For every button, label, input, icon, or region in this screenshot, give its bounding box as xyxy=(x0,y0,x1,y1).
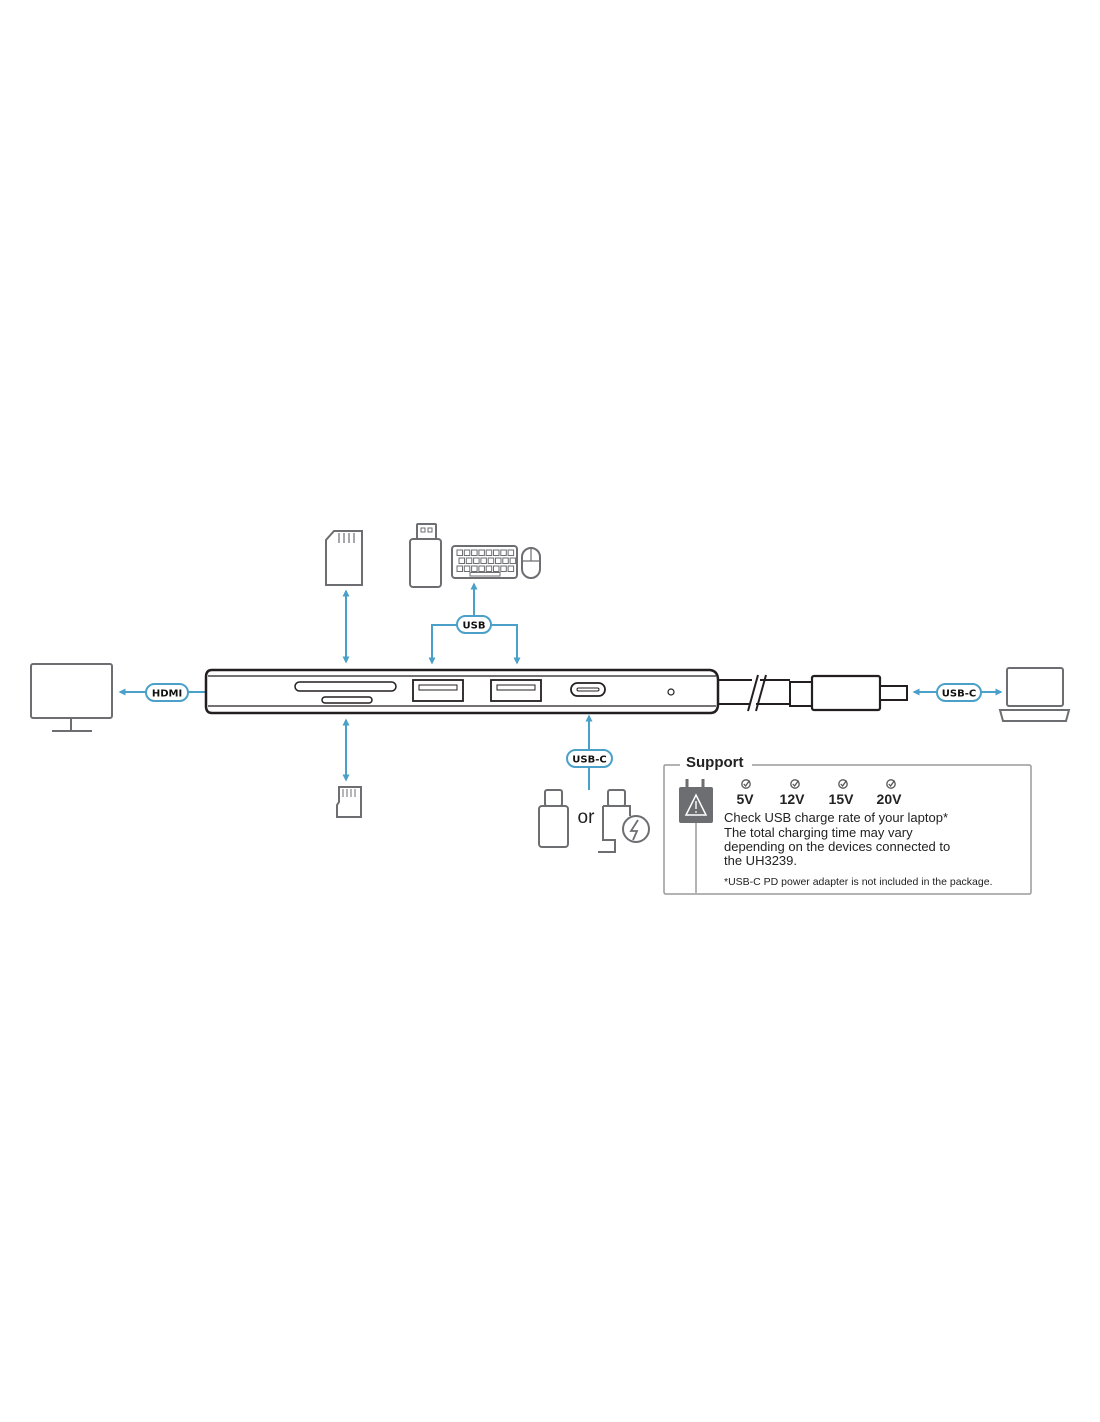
voltage-20v: 20V xyxy=(877,791,903,807)
sd-card-slot xyxy=(294,681,397,692)
usb-c-port xyxy=(570,682,606,697)
usb-c-power-tag xyxy=(566,749,613,768)
voltage-item: 12V xyxy=(780,779,806,807)
usb-c-power-connector: USB-C xyxy=(566,714,613,790)
voltage-5v: 5V xyxy=(736,791,754,807)
voltage-15v: 15V xyxy=(829,791,855,807)
support-panel: Support 5V 12V xyxy=(663,754,1032,895)
sd-card-icon xyxy=(325,530,363,586)
hdmi-tag xyxy=(145,683,189,702)
usb-c-host-connector: USB-C xyxy=(912,683,1003,702)
usb-c-hub xyxy=(204,668,720,715)
usb-a-port-2 xyxy=(490,679,542,702)
usb-flash-drive-icon xyxy=(409,523,442,588)
hub-cable xyxy=(718,674,908,712)
hdmi-connector: HDMI xyxy=(118,683,206,702)
check-circle-icon xyxy=(790,779,800,789)
voltage-item: 20V xyxy=(877,779,903,807)
support-line-4: the UH3239. xyxy=(724,853,797,868)
usb-c-plug-icon xyxy=(538,789,569,848)
check-circle-icon xyxy=(886,779,896,789)
usb-tag xyxy=(456,615,492,634)
voltage-item: 15V xyxy=(829,779,855,807)
laptop-icon xyxy=(998,667,1071,722)
support-footnote: *USB-C PD power adapter is not included … xyxy=(724,876,992,888)
support-line-3: depending on the devices connected to xyxy=(724,839,950,854)
usb-connector: USB xyxy=(428,582,521,665)
voltage-item: 5V xyxy=(736,779,754,807)
check-circle-icon xyxy=(741,779,751,789)
usb-a-port-1 xyxy=(412,679,464,702)
or-label: or xyxy=(578,807,596,828)
micro-sd-card-icon xyxy=(336,786,362,818)
support-title: Support xyxy=(686,754,744,771)
hdmi-label: HDMI xyxy=(152,689,182,700)
usb-c-host-label: USB-C xyxy=(942,689,976,700)
usb-label: USB xyxy=(463,621,486,632)
check-circle-icon xyxy=(838,779,848,789)
support-line-2: The total charging time may vary xyxy=(724,825,913,840)
monitor-icon xyxy=(30,663,113,732)
led-indicator xyxy=(667,688,675,696)
usb-c-power-label: USB-C xyxy=(572,755,606,766)
support-line-1: Check USB charge rate of your laptop* xyxy=(724,810,948,825)
usb-c-charger-icon xyxy=(598,789,650,853)
micro-sd-slot xyxy=(321,696,373,704)
mouse-icon xyxy=(521,547,541,579)
voltage-12v: 12V xyxy=(780,791,806,807)
voltage-list: 5V 12V 15V 20V xyxy=(736,779,903,807)
power-adapter-warning-icon xyxy=(679,779,713,893)
usb-c-host-tag xyxy=(936,683,982,702)
keyboard-icon xyxy=(451,545,518,579)
